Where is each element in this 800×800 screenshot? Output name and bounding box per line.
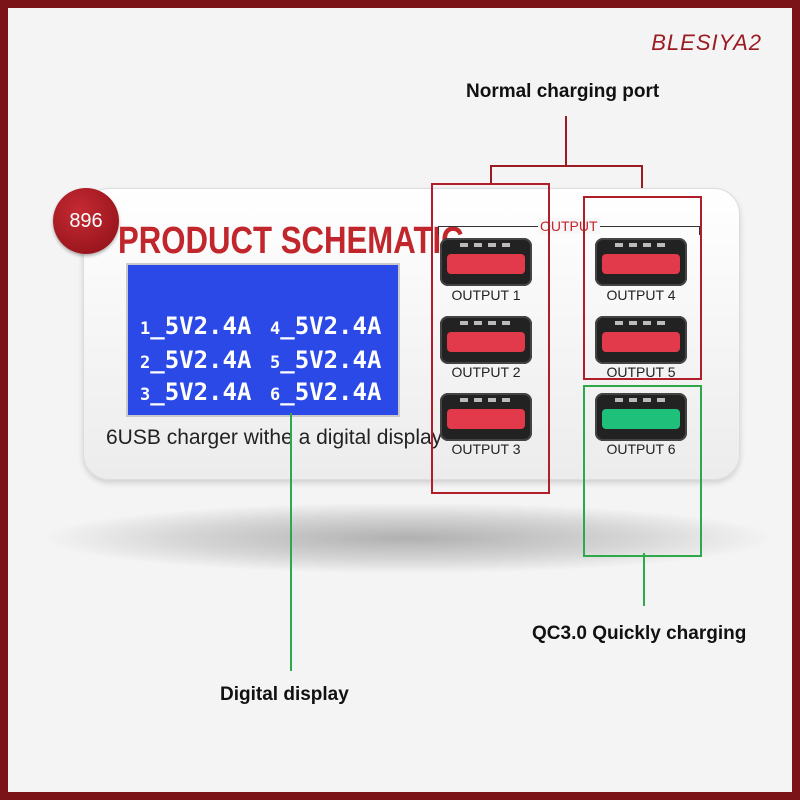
usb-port-2 [440, 316, 532, 364]
device-shadow [48, 503, 768, 573]
usb-port-4 [595, 238, 687, 286]
watermark: BLESIYA2 [651, 30, 762, 55]
port-label-5: OUTPUT 5 [606, 364, 676, 380]
quick-port-box [583, 385, 702, 557]
usb-port-1 [440, 238, 532, 286]
port-label-4: OUTPUT 4 [606, 287, 676, 303]
product-schematic-title: PRODUCT SCHEMATIC [118, 220, 464, 262]
lcd-reading: 4_5V2.4A [270, 312, 382, 340]
callout-normal-charging: Normal charging port [466, 81, 660, 102]
product-subtitle: 6USB charger withe a digital display [106, 426, 443, 449]
normal-ports-box-left [431, 183, 550, 494]
connector-normal-left [490, 165, 492, 185]
port-label-1: OUTPUT 1 [451, 287, 521, 303]
lcd-row-1: 1_5V2.4A 4_5V2.4A [140, 312, 400, 340]
connector-normal-horizontal [490, 165, 643, 167]
lcd-reading: 3_5V2.4A [140, 378, 252, 406]
normal-ports-box-right [583, 196, 702, 380]
lcd-row-3: 3_5V2.4A 6_5V2.4A [140, 378, 400, 406]
number-badge: 896 [53, 188, 119, 254]
lcd-reading: 1_5V2.4A [140, 312, 252, 340]
port-label-6: OUTPUT 6 [606, 441, 676, 457]
port-label-3: OUTPUT 3 [451, 441, 521, 457]
connector-quick [643, 553, 645, 606]
lcd-reading: 2_5V2.4A [140, 346, 252, 374]
usb-port-5 [595, 316, 687, 364]
usb-port-3 [440, 393, 532, 441]
lcd-row-2: 2_5V2.4A 5_5V2.4A [140, 346, 400, 374]
callout-quick-charging: QC3.0 Quickly charging [532, 623, 747, 644]
connector-normal-right [641, 165, 643, 196]
connector-display [290, 413, 292, 671]
connector-normal-vertical [565, 116, 567, 166]
lcd-display: 1_5V2.4A 4_5V2.4A 2_5V2.4A 5_5V2.4A 3_5V2.… [126, 263, 400, 417]
callout-digital-display: Digital display [220, 684, 349, 705]
lcd-reading: 6_5V2.4A [270, 378, 382, 406]
lcd-reading: 5_5V2.4A [270, 346, 382, 374]
port-label-2: OUTPUT 2 [451, 364, 521, 380]
usb-port-6 [595, 393, 687, 441]
image-frame: BLESIYA2 Normal charging port 896 PRODUC… [8, 8, 792, 792]
